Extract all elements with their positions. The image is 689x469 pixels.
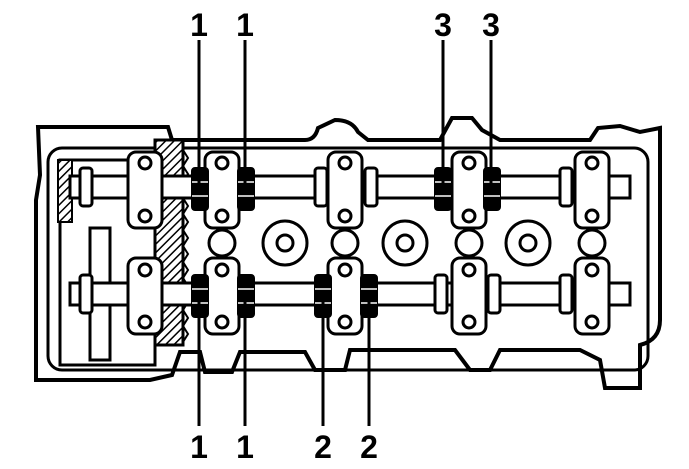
inner-outline (46, 146, 650, 372)
callout-bottom-left-b: 1 (236, 429, 254, 465)
upper-bearing-caps (126, 150, 611, 230)
callout-top-left-a: 1 (190, 7, 208, 43)
callout-bottom-left-a: 1 (190, 429, 208, 465)
center-holes (207, 228, 607, 258)
spark-plug-wells (261, 219, 552, 267)
callout-top-right-a: 3 (434, 7, 452, 43)
plain-cam-lobes (78, 166, 574, 315)
lower-bearing-caps (126, 256, 611, 336)
callout-top-right-b: 3 (482, 7, 500, 43)
spark-plug-centers (275, 233, 538, 253)
callout-bottom-mid-b: 2 (360, 429, 378, 465)
lower-cap-bolts (137, 262, 600, 330)
leader-lines (197, 40, 493, 426)
callout-top-left-b: 1 (236, 7, 254, 43)
callout-bottom-mid-a: 2 (314, 429, 332, 465)
upper-cap-bolts (137, 155, 600, 224)
